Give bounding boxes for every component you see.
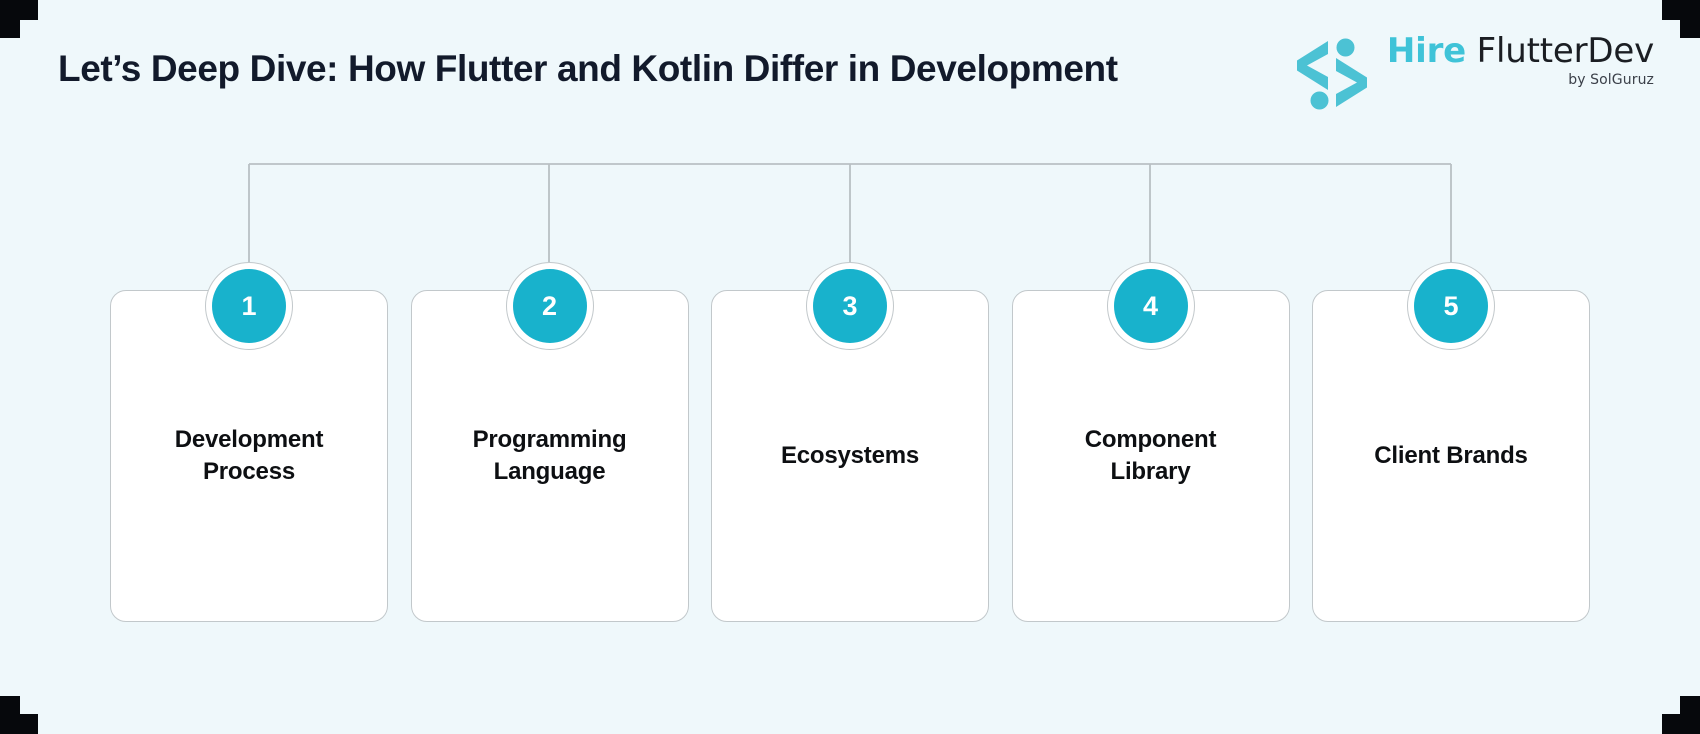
step-badge: 1: [205, 262, 293, 350]
card-label: Component Library: [1084, 426, 1217, 485]
crop-mark-bottom-left: [0, 696, 20, 734]
cards-row: Development Process 1 Programming Langua…: [110, 262, 1590, 622]
card-item[interactable]: Component Library 4: [1011, 262, 1290, 622]
card-item[interactable]: Development Process 1: [110, 262, 388, 622]
code-brackets-logo-icon: [1295, 33, 1371, 111]
card-label: Ecosystems: [780, 442, 920, 470]
logo-wordmark: Hire FlutterDev: [1387, 33, 1654, 69]
step-number: 3: [813, 269, 887, 343]
step-badge: 4: [1106, 262, 1195, 350]
card-item[interactable]: Programming Language 2: [410, 262, 689, 622]
crop-mark-top-left: [0, 0, 20, 38]
step-number: 1: [212, 269, 286, 343]
logo-tagline: by SolGuruz: [1568, 72, 1654, 89]
step-badge: 3: [806, 262, 894, 350]
step-number: 2: [512, 269, 587, 343]
step-badge: 2: [505, 262, 594, 350]
logo-word-flutterdev: FlutterDev: [1476, 31, 1655, 71]
crop-mark-bottom-right: [1680, 696, 1700, 734]
step-number: 4: [1113, 269, 1188, 343]
header: Let’s Deep Dive: How Flutter and Kotlin …: [0, 0, 1700, 150]
crop-mark-top-right: [1680, 0, 1700, 38]
card-label: Client Brands: [1374, 442, 1528, 470]
brand-logo: Hire FlutterDev by SolGuruz: [1295, 33, 1654, 111]
step-number: 5: [1414, 269, 1488, 343]
logo-word-hire: Hire: [1386, 31, 1467, 71]
card-item[interactable]: Ecosystems 3: [711, 262, 989, 622]
connector-tree: [0, 150, 1700, 270]
step-badge: 5: [1407, 262, 1495, 350]
page-title: Let’s Deep Dive: How Flutter and Kotlin …: [58, 48, 1118, 89]
card-label: Development Process: [174, 426, 324, 485]
card-label: Programming Language: [472, 426, 627, 485]
card-item[interactable]: Client Brands 5: [1312, 262, 1590, 622]
